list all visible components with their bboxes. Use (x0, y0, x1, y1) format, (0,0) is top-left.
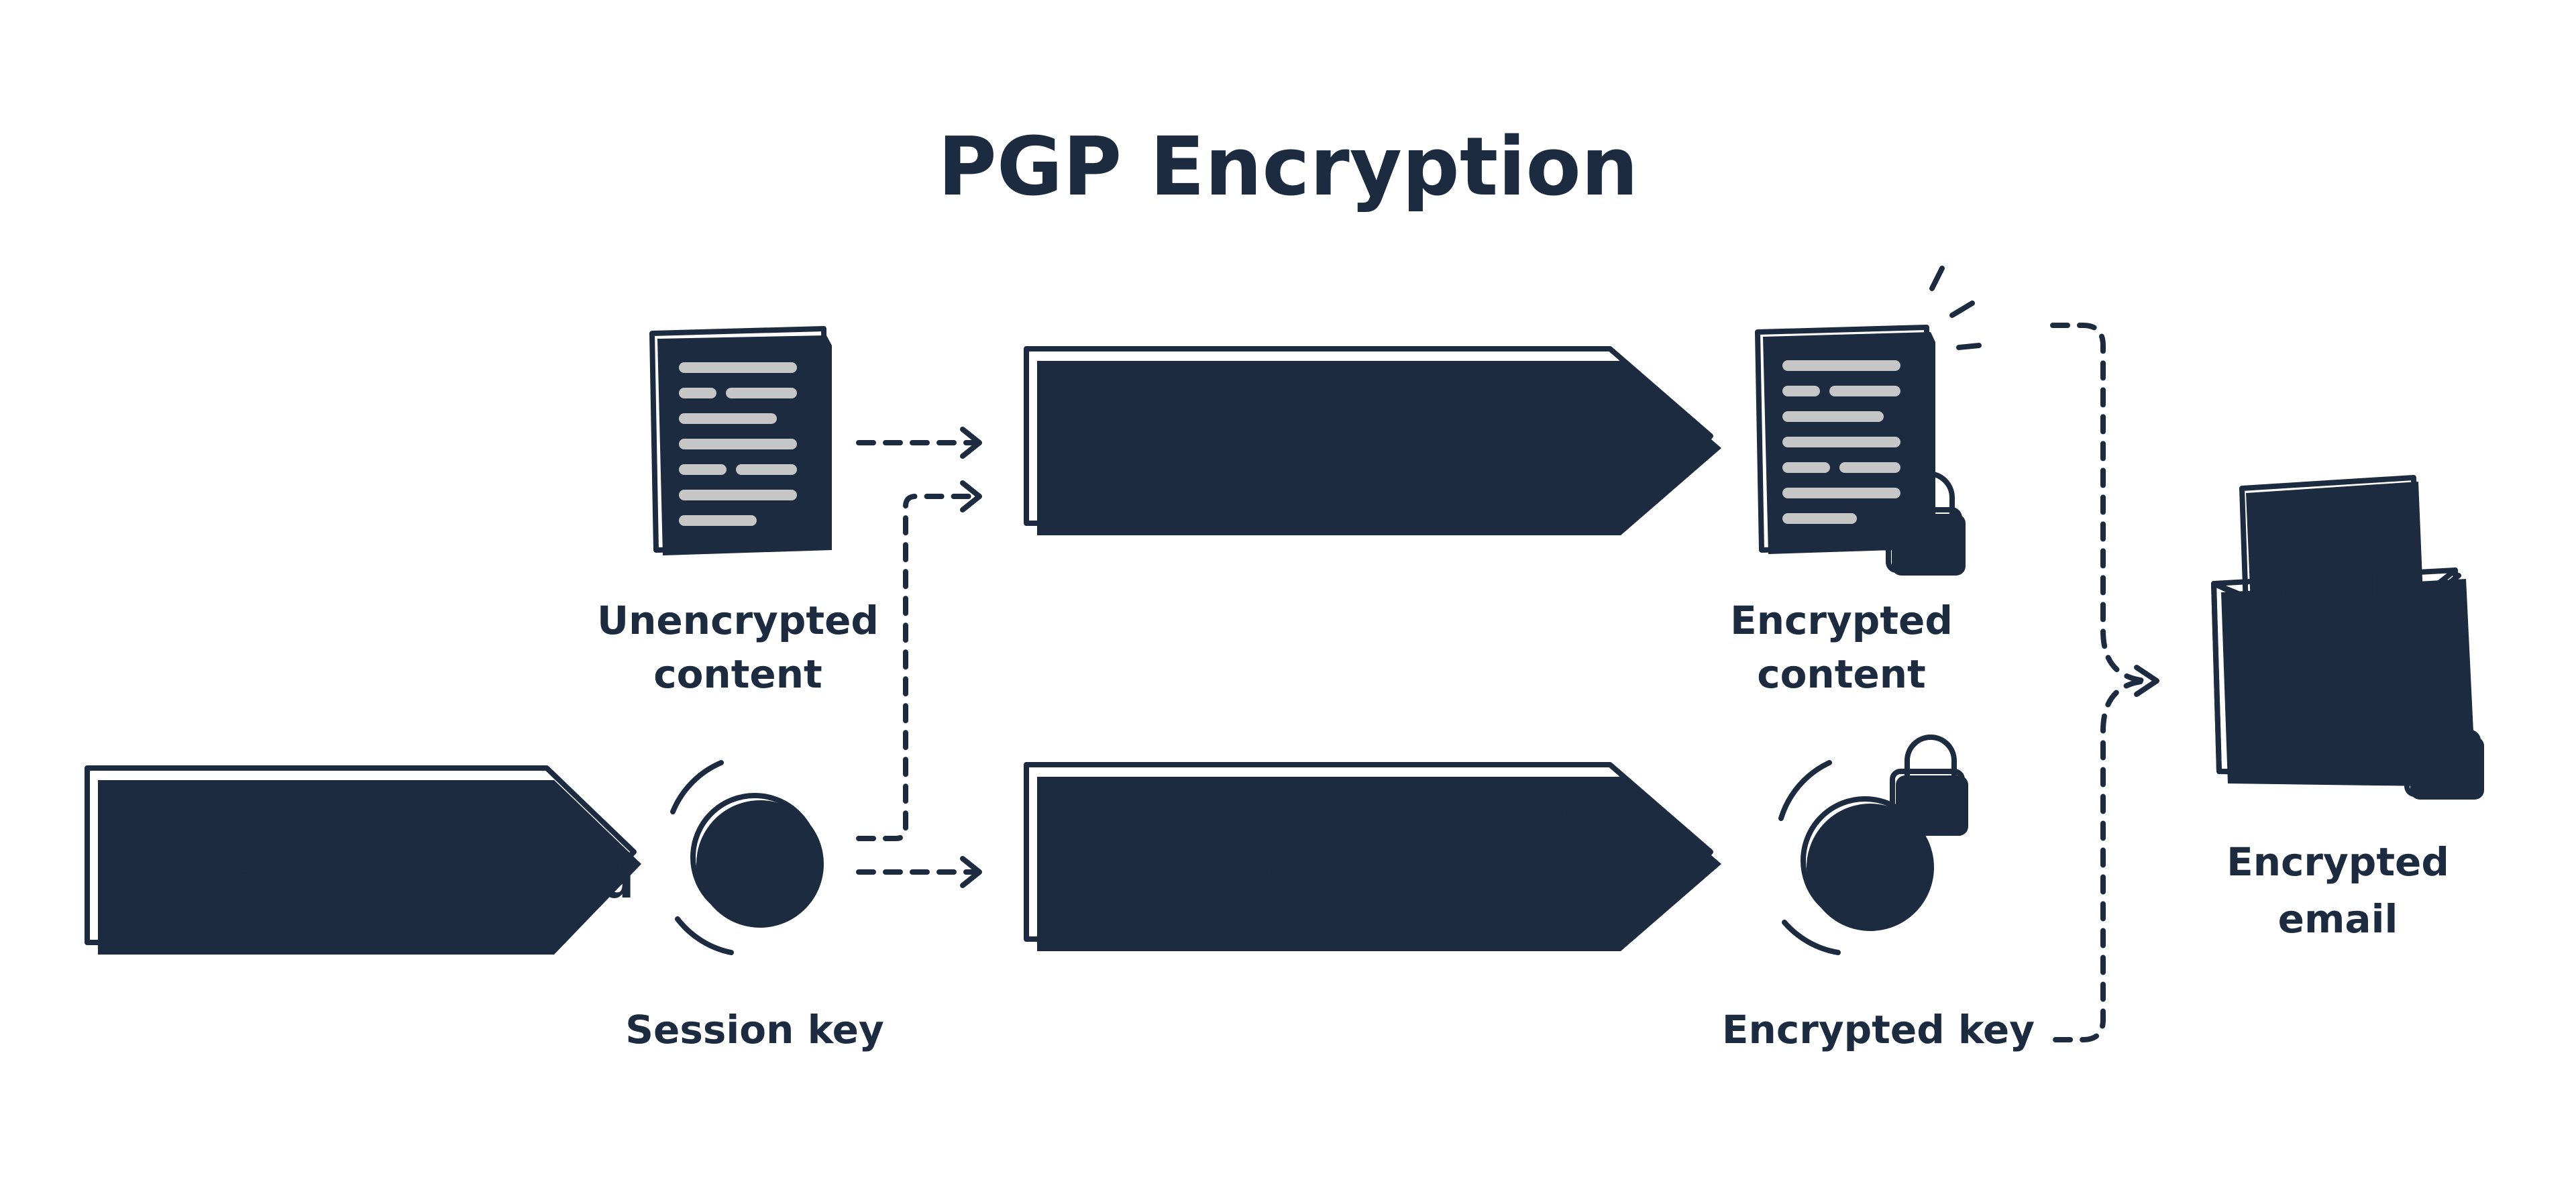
encrypt-content-line1: Encrypt content with a (1063, 376, 1649, 429)
encrypted-key-icon (1778, 760, 1934, 955)
cipher-line-1: d9f+gtf (2264, 500, 2386, 533)
encrypt-content-line2: session key (1063, 435, 1361, 488)
cipher-text: d9f+gtf bnd-ty abff+hj ihju-k (2264, 500, 2386, 637)
arrow-key-to-encrypt-content (856, 480, 982, 841)
encrypt-key-line2: recipient’s public key (1063, 852, 1615, 905)
session-created-line1: 1-time-only (124, 797, 419, 850)
encrypt-key-line1: Encrypt the key with a (1063, 793, 1642, 846)
encrypt-content-box: Encrypt content with a session key (1024, 346, 1721, 535)
unencrypted-content-label-line2: content (653, 651, 822, 697)
session-created-line2: session key created (124, 856, 634, 909)
encrypted-email-label-line1: Encrypted (2226, 839, 2449, 885)
lock-icon (1890, 735, 1968, 836)
session-key-label: Session key (625, 1007, 884, 1052)
session-key-icon (670, 760, 824, 955)
cipher-line-3: abff+hj (2264, 570, 2379, 603)
unencrypted-document-icon (649, 326, 832, 555)
key-icon (1821, 824, 1907, 897)
combine-brace (2050, 323, 2159, 1042)
encrypted-email-label-line2: email (2278, 896, 2398, 942)
encrypt-key-box: Encrypt the key with a recipient’s publi… (1024, 762, 1721, 951)
encrypted-content-label-line1: Encrypted (1730, 598, 1953, 643)
lock-icon (1886, 471, 1966, 576)
unencrypted-content-label-line1: Unencrypted (597, 598, 879, 643)
key-icon (712, 818, 798, 891)
encrypted-content-label-line2: content (1757, 651, 1926, 697)
page-title: PGP Encryption (938, 121, 1638, 214)
lock-icon (2404, 692, 2484, 800)
arrow-document-to-encrypt (856, 427, 982, 459)
envelope-icon: d9f+gtf bnd-ty abff+hj ihju-k (2211, 475, 2476, 787)
encrypted-key-label: Encrypted key (1722, 1007, 2035, 1052)
cipher-line-2: bnd-ty (2264, 535, 2368, 568)
arrow-key-to-encrypt-key (856, 856, 982, 888)
session-key-created-box: 1-time-only session key created (85, 765, 641, 955)
